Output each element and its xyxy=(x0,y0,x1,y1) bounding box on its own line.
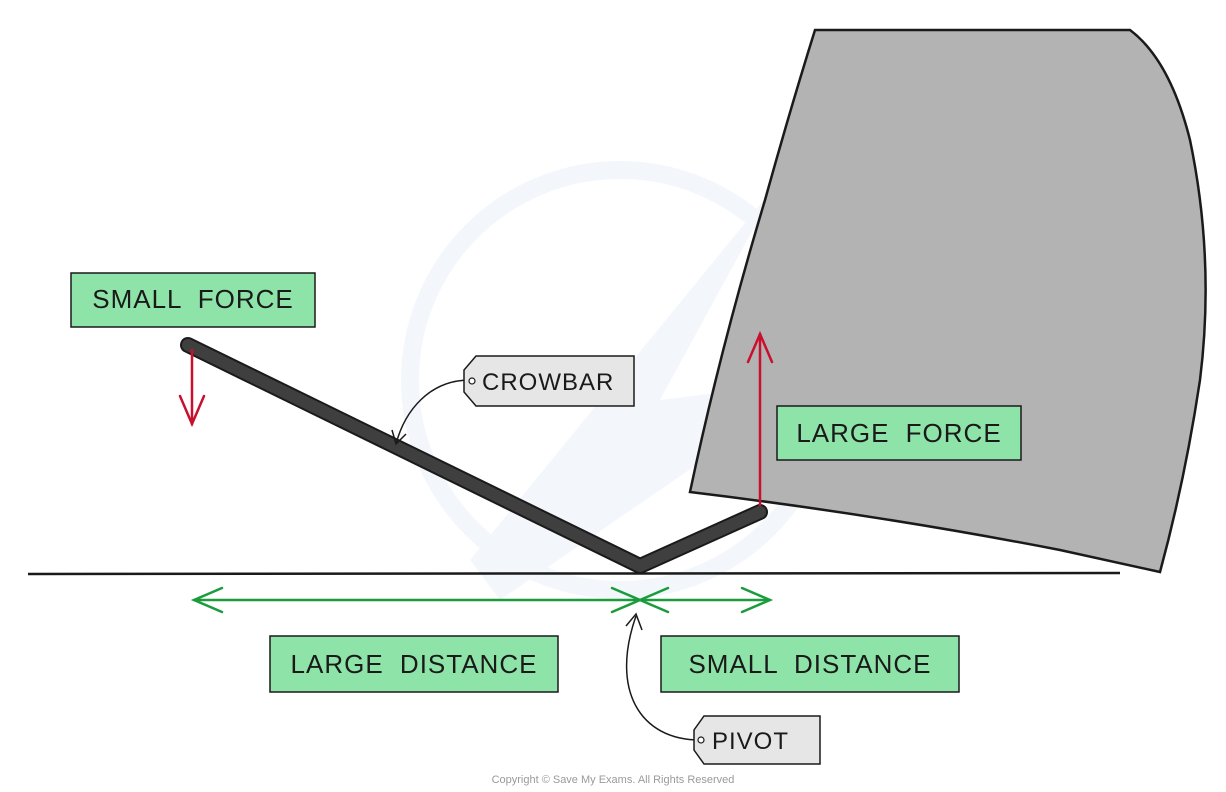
small-distance-text: SMALL DISTANCE xyxy=(688,649,931,679)
pivot-tag: PIVOT xyxy=(625,612,821,765)
large-force-text: LARGE FORCE xyxy=(796,418,1001,448)
pivot-tag-text: PIVOT xyxy=(712,728,789,755)
rock xyxy=(688,28,1207,574)
large-distance-text: LARGE DISTANCE xyxy=(291,649,538,679)
small-force-text: SMALL FORCE xyxy=(92,284,294,314)
small-force-label: SMALL FORCE xyxy=(70,272,316,328)
crowbar-bar-fill xyxy=(182,339,766,572)
crowbar-tag: CROWBAR xyxy=(391,355,635,446)
small-distance-label: SMALL DISTANCE xyxy=(660,635,960,693)
ground-line xyxy=(27,571,1121,576)
small-distance-arrow xyxy=(636,586,774,614)
small-force-arrow xyxy=(178,348,206,428)
crowbar-tag-text: CROWBAR xyxy=(482,369,614,396)
large-force-label: LARGE FORCE xyxy=(776,405,1022,461)
copyright-text: Copyright © Save My Exams. All Rights Re… xyxy=(492,774,735,786)
large-force-arrow xyxy=(746,330,774,507)
large-distance-label: LARGE DISTANCE xyxy=(269,635,559,693)
